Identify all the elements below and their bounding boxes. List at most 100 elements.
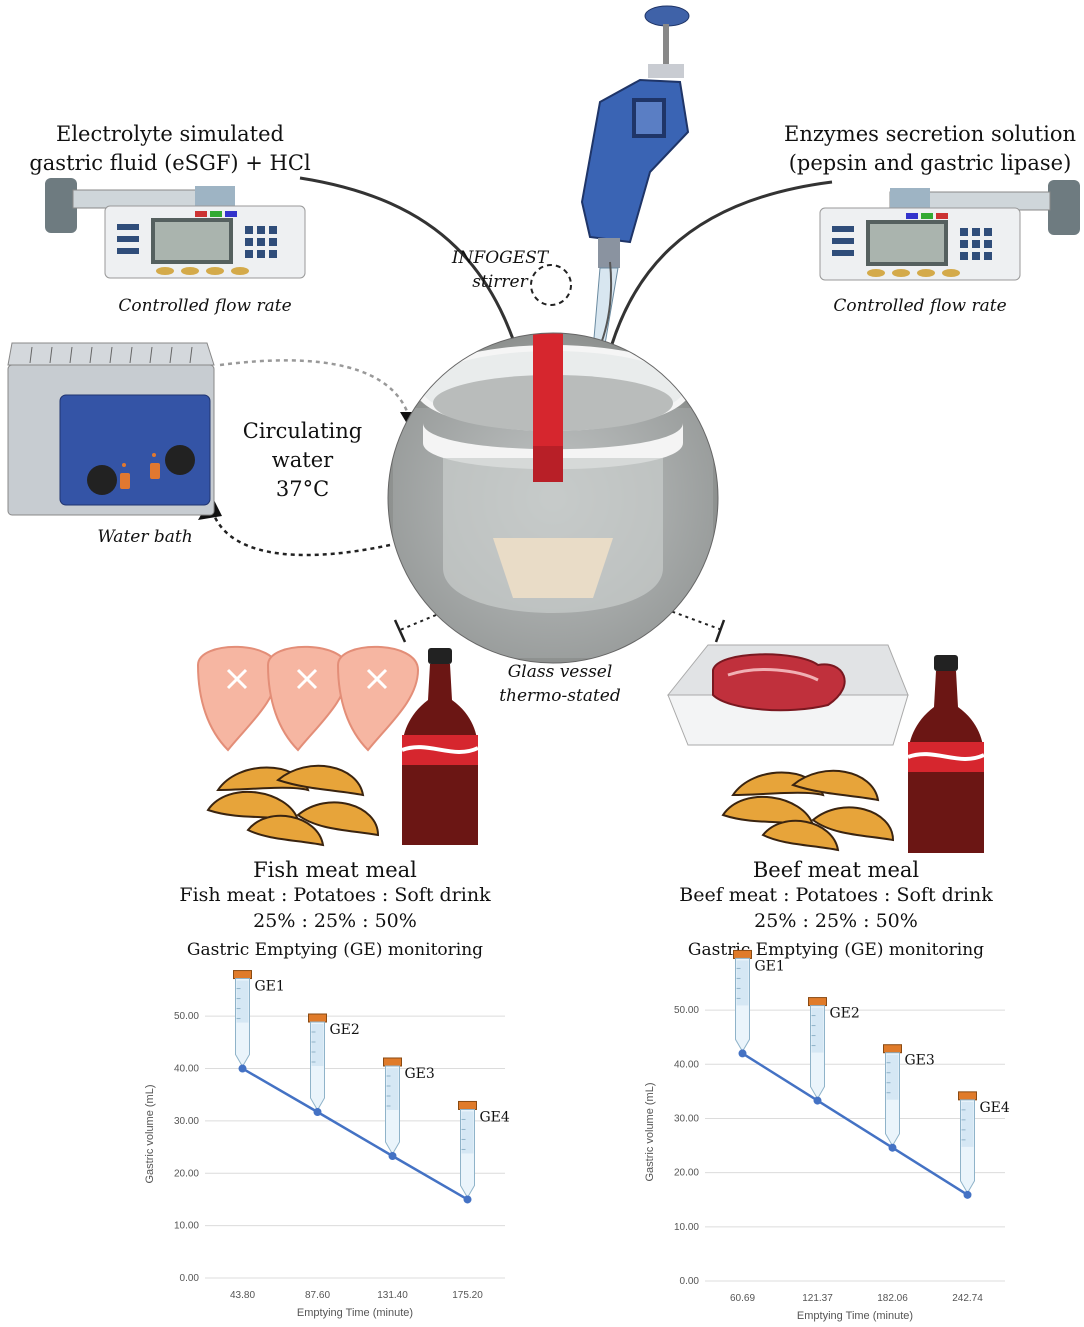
beef-meal-ratio-values: 25% : 25% : 50%: [754, 910, 918, 932]
fish-meal-title: Fish meat meal: [253, 858, 417, 882]
sample-tube: [458, 1100, 477, 1199]
series-line: [741, 1052, 969, 1196]
tube-cap: [883, 1044, 902, 1054]
ge-label: GE4: [980, 1100, 1010, 1116]
tube-liquid: [886, 1054, 899, 1100]
x-tick-label: 182.06: [877, 1293, 908, 1304]
fish-meal-illustration: [196, 645, 479, 847]
data-point: [388, 1151, 397, 1160]
beef-ge-monitoring: Gastric Emptying (GE) monitoring: [687, 940, 985, 960]
water-out-arrow-line: [219, 359, 412, 421]
x-tick-label: 175.20: [452, 1290, 483, 1301]
stirrer-label-line1: INFOGEST: [451, 248, 549, 268]
tube-liquid: [386, 1067, 399, 1110]
water-bath-label: Water bath: [97, 527, 193, 547]
ge-label: GE4: [480, 1109, 510, 1125]
tube-liquid: [961, 1101, 974, 1147]
data-point: [888, 1143, 897, 1152]
data-point: [963, 1190, 972, 1199]
series-line: [241, 1067, 469, 1201]
ge-label: GE3: [405, 1066, 435, 1082]
x-tick-label: 87.60: [305, 1290, 330, 1301]
soft-drink-bottle-right: [907, 655, 985, 853]
x-tick-label: 242.74: [952, 1293, 983, 1304]
esgf-label-line1: Electrolyte simulated: [56, 122, 284, 146]
y-tick-label: 20.00: [174, 1168, 199, 1179]
ge-label: GE2: [330, 1022, 360, 1038]
ge-label: GE1: [255, 979, 285, 995]
glass-vessel-photo: [387, 332, 719, 664]
y-axis-label: Gastric volume (mL): [644, 1082, 656, 1181]
tube-liquid: [236, 980, 249, 1023]
beef-meal-illustration: [666, 644, 985, 853]
tube-liquid: [311, 1024, 324, 1067]
ge-label: GE3: [905, 1053, 935, 1069]
ge-label: GE2: [830, 1006, 860, 1022]
circulating-line3: 37°C: [275, 477, 330, 501]
stirrer-label-line2: stirrer: [472, 272, 528, 292]
tube-cap: [458, 1100, 477, 1110]
x-tick-label: 121.37: [802, 1293, 833, 1304]
sample-tube: [233, 970, 252, 1068]
sample-tube: [958, 1091, 977, 1194]
circulating-line1: Circulating: [242, 419, 363, 443]
ge-label: GE1: [755, 958, 785, 974]
left-meal-pointer-cap: [393, 619, 407, 643]
sample-tube: [383, 1057, 402, 1155]
fish-meal-ratio-values: 25% : 25% : 50%: [253, 910, 417, 932]
y-tick-label: 50.00: [674, 1005, 699, 1016]
glass-vessel-line2: thermo-stated: [499, 686, 621, 706]
glass-vessel-label: Glass vessel thermo-stated: [480, 660, 640, 708]
y-axis-label: Gastric volume (mL): [144, 1084, 156, 1183]
y-tick-label: 10.00: [174, 1221, 199, 1232]
y-tick-label: 0.00: [180, 1273, 200, 1284]
enzymes-label-line1: Enzymes secretion solution: [784, 122, 1076, 146]
y-tick-label: 20.00: [674, 1168, 699, 1179]
sample-tube: [733, 949, 752, 1053]
syringe-pump-right: [819, 180, 1080, 281]
tube-cap: [308, 1013, 327, 1023]
circulating-line2: water: [271, 448, 334, 472]
syringe-pump-left: [45, 178, 306, 279]
fish-meal-ratio-names: Fish meat : Potatoes : Soft drink: [179, 884, 491, 906]
circulating-water-label: Circulating water 37°C: [225, 417, 380, 504]
tube-liquid: [811, 1007, 824, 1053]
beef-meal-ratio-names: Beef meat : Potatoes : Soft drink: [679, 884, 993, 906]
data-point: [238, 1064, 247, 1073]
x-tick-label: 43.80: [230, 1290, 255, 1301]
fish-meal-block: Fish meat meal Fish meat : Potatoes : So…: [150, 858, 520, 960]
flow-rate-right-label: Controlled flow rate: [833, 296, 1007, 316]
y-tick-label: 50.00: [174, 1011, 199, 1022]
tube-liquid: [736, 960, 749, 1006]
soft-drink-bottle-left: [401, 648, 479, 845]
esgf-label: Electrolyte simulated gastric fluid (eSG…: [20, 120, 320, 178]
flow-rate-left-label: Controlled flow rate: [118, 296, 292, 316]
x-axis-label: Emptying Time (minute): [297, 1307, 413, 1319]
tube-cap: [808, 997, 827, 1007]
data-point: [463, 1195, 472, 1204]
x-tick-label: 131.40: [377, 1290, 408, 1301]
y-tick-label: 30.00: [674, 1113, 699, 1124]
beef-meal-block: Beef meat meal Beef meat : Potatoes : So…: [651, 858, 1021, 960]
enzymes-label: Enzymes secretion solution (pepsin and g…: [780, 120, 1080, 178]
y-tick-label: 0.00: [680, 1276, 700, 1287]
tube-cap: [383, 1057, 402, 1067]
glass-vessel-line1: Glass vessel: [507, 662, 613, 682]
tube-cap: [233, 970, 252, 980]
tube-liquid: [461, 1111, 474, 1154]
x-tick-label: 60.69: [730, 1293, 755, 1304]
stirrer-label: INFOGEST stirrer: [440, 246, 560, 294]
water-bath: [7, 342, 215, 516]
sample-tube: [808, 997, 827, 1100]
tube-cap: [733, 949, 752, 959]
sample-tube: [883, 1044, 902, 1147]
sample-tube: [308, 1013, 327, 1111]
water-return-arrow-line: [210, 509, 391, 557]
y-tick-label: 10.00: [674, 1222, 699, 1233]
data-point: [738, 1049, 747, 1058]
right-meal-pointer-cap: [714, 619, 726, 643]
y-tick-label: 30.00: [174, 1116, 199, 1127]
stirrer-marker: [530, 264, 572, 306]
